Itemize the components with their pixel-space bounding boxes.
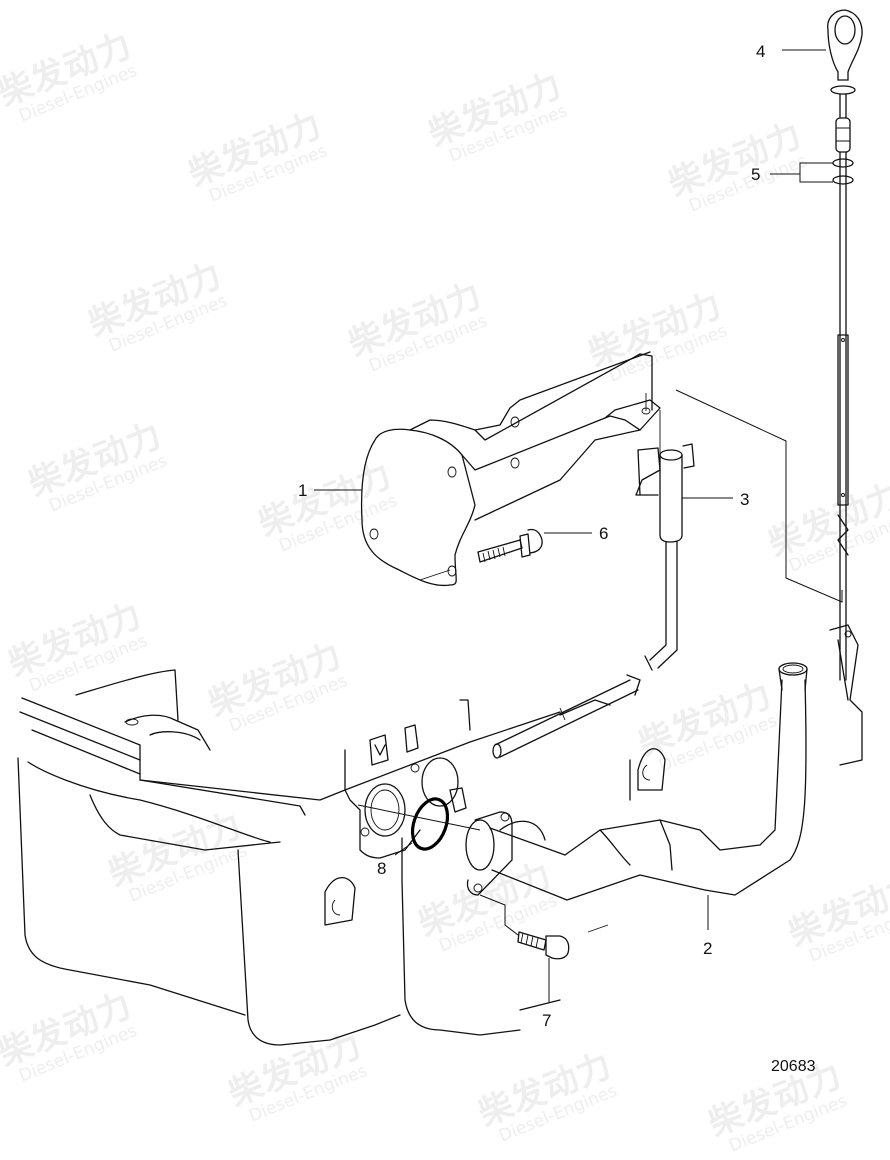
part-3-guide-tube: [492, 389, 843, 759]
callout-4: 4: [756, 42, 766, 61]
callout-2: 2: [703, 939, 713, 958]
engine-block: [17, 669, 666, 1046]
callout-6: 6: [599, 524, 609, 543]
callout-5: 5: [751, 165, 761, 184]
callout-7: 7: [542, 1011, 552, 1030]
callout-3: 3: [740, 490, 750, 509]
part-7-flange-bolt: [479, 894, 570, 1003]
figure-number: 20683: [771, 1058, 816, 1075]
part-1-cover-bracket: [360, 351, 661, 587]
part-6-bolt: [477, 528, 592, 563]
part-2-suction-pipe: [465, 624, 863, 930]
part-4-dipstick: [782, 9, 863, 681]
part-5-o-rings: [770, 158, 854, 185]
part-8-o-ring: [357, 797, 481, 856]
callout-1: 1: [298, 481, 308, 500]
callout-8: 8: [377, 859, 387, 878]
